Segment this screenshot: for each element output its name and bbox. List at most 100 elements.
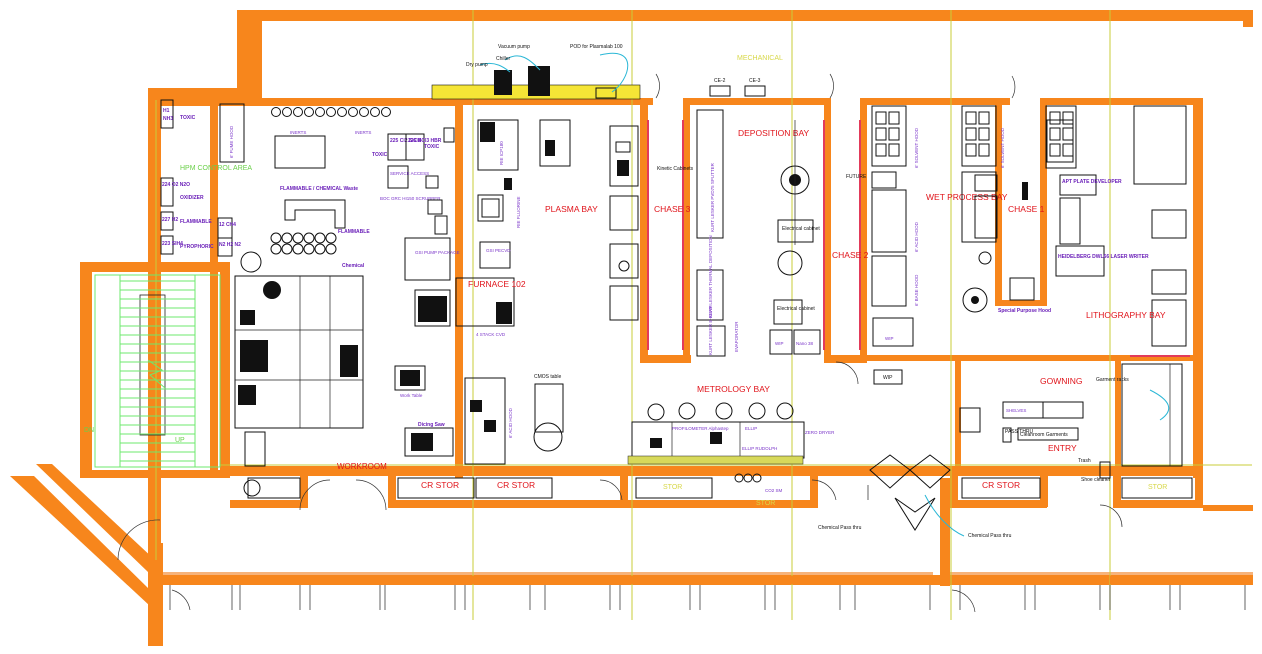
gas-ch4-label: 12 CH4 — [219, 222, 236, 228]
wet-process-bay: 6' SOLVENT HOOD 6' SOLVENT HOOD FUTURE 6… — [846, 105, 1051, 385]
hood-sink — [965, 143, 977, 157]
ce3-label: CE-3 — [749, 78, 761, 84]
co2-sm-label: CO2 SM — [765, 488, 783, 493]
stor-1-label: STOR — [663, 484, 682, 491]
hood-sink — [1049, 143, 1061, 157]
gas-sih4-label: 223 SIH4 — [162, 241, 183, 247]
hood-sink — [965, 127, 977, 141]
inerts-area: INERTS INERTS 225 Cl2 SiCl4 226 BCl3 HBR… — [240, 107, 460, 281]
chemical-cylinder — [270, 243, 282, 255]
gowning-label: GOWNING — [1040, 376, 1083, 386]
service-access-label: SERVICE ACCESS — [390, 171, 429, 176]
window-panel — [700, 576, 765, 584]
window-panel — [465, 576, 530, 584]
toxic-label-3: TOXIC — [424, 144, 440, 150]
evaporator-label: EVAPORATOR — [734, 321, 739, 352]
ellip-rudolph-label: ELLIP RUDOLPH — [742, 446, 777, 451]
wip-label-1: WIP — [775, 341, 784, 346]
gsi-pump-label: GSI PUMP PACKAGE — [415, 250, 460, 255]
window-panel — [960, 576, 1025, 584]
acid-hood-2-label: 6' ACID HOOD — [914, 221, 919, 252]
window-panel — [775, 576, 840, 584]
cr-stor-1-label: CR STOR — [421, 480, 459, 490]
column-grid — [155, 10, 1252, 620]
gas-cabinet-room: H1 NH3 TOXIC 6' FUME HOOD HPM CONTROL AR… — [160, 99, 252, 257]
cr-stor-3-label: CR STOR — [982, 480, 1020, 490]
hood-sink — [965, 111, 977, 125]
zero-dryer-label: ZERO DRYER — [805, 430, 835, 435]
wip-label-3: WIP — [883, 375, 893, 381]
gas-cylinder — [337, 107, 347, 117]
gas-n2-label: N2 H2 N2 — [219, 242, 241, 248]
ebeam-label: KURT LESKER E-BEAM — [708, 305, 713, 355]
lithography-bay-label: LITHOGRAPHY BAY — [1086, 310, 1166, 320]
hood-sink — [1062, 143, 1074, 157]
chemical-cylinder — [281, 232, 293, 244]
ce2-label: CE-2 — [714, 78, 726, 84]
window-panel — [1035, 576, 1100, 584]
chemical-cylinder — [281, 243, 293, 255]
chemical-label: Chemical — [342, 263, 365, 269]
chemical-cylinder — [314, 243, 326, 255]
cmos-table-label: CMOS table — [534, 374, 561, 380]
scrubber-label: BOC GRC HI150 SCRUBBER — [380, 196, 441, 201]
hood-sink — [978, 127, 990, 141]
heidelberg-label: HEIDELBERG DWL66 LASER WRITER — [1058, 254, 1149, 260]
stair-dn-label: DN — [84, 427, 94, 434]
chemical-cylinder — [303, 232, 315, 244]
interior-walls — [161, 98, 1253, 511]
solvent-hood-1-label: 6' SOLVENT HOOD — [914, 127, 919, 168]
chase-3: CHASE 3 Kinetic Cabinets — [609, 120, 694, 350]
hood-sink — [1049, 127, 1061, 141]
window-panel — [385, 576, 455, 584]
garment-racks-label: Garment racks — [1096, 377, 1129, 383]
chemical-cylinder — [270, 232, 282, 244]
hood-sink — [875, 111, 887, 125]
gas-cylinder — [282, 107, 292, 117]
gas-h1-label: H1 — [163, 108, 170, 114]
gowning-entry: GOWNING Garment racks SHELVES PASS THRU … — [959, 363, 1183, 483]
hood-sink — [978, 111, 990, 125]
flammable-label-2: FLAMMABLE — [338, 229, 370, 235]
hood-sink — [888, 143, 900, 157]
dicing-saw-label: Dicing Saw — [418, 422, 445, 428]
chase-2-label: CHASE 2 — [832, 250, 869, 260]
plasma-bay-label: PLASMA BAY — [545, 204, 598, 214]
gas-cylinder — [348, 107, 358, 117]
chemical-cylinder — [292, 243, 304, 255]
gas-226-label: 226 BCl3 HBR — [408, 138, 442, 144]
chemical-cylinder — [314, 232, 326, 244]
thermal-dep-label: KURT LESKER THERMAL DEPOSITION — [708, 235, 713, 318]
window-panel — [310, 576, 380, 584]
chemical-cylinder — [325, 232, 337, 244]
wet-process-label: WET PROCESS BAY — [926, 192, 1008, 202]
oxidizer-label: OXIDIZER — [180, 195, 204, 201]
apt-plate-label: APT PLATE DEVELOPER — [1062, 179, 1122, 185]
chemical-cylinders — [270, 232, 337, 255]
chemical-cylinder — [292, 232, 304, 244]
gas-o2n2o-label: 224 O2 N2O — [162, 182, 190, 188]
chemical-cylinder — [303, 243, 315, 255]
window-mullions — [169, 576, 1246, 610]
shelves-label: SHELVES — [1006, 408, 1026, 413]
gas-cylinder — [304, 107, 314, 117]
workroom-label: WORKROOM — [337, 462, 387, 471]
chase-1-label: CHASE 1 — [1008, 204, 1045, 214]
gas-cylinder — [326, 107, 336, 117]
trash-label: Trash — [1078, 458, 1091, 464]
rie-fluorine-label: RIE FLUORINE — [516, 196, 521, 228]
gas-h2-label: 227 H2 — [162, 217, 178, 223]
base-hood-label: 6' BASE HOOD — [914, 274, 919, 306]
flam-chem-waste-label: FLAMMABLE / CHEMICAL Waste — [280, 186, 358, 192]
chemical-cylinder — [325, 243, 337, 255]
lithography-bay: APT PLATE DEVELOPER HEIDELBERG DWL66 LAS… — [1045, 105, 1190, 357]
entry-label: ENTRY — [1048, 443, 1077, 453]
toxic-label-2: TOXIC — [372, 152, 388, 158]
wip-label-2: WIP — [885, 336, 894, 341]
kinetic-cabinets-label: Kinetic Cabinets — [657, 166, 694, 172]
window-wall — [163, 572, 1253, 575]
gas-cylinder — [271, 107, 281, 117]
electrical-cabinet-1-label: Electrical cabinet — [782, 226, 820, 232]
pass-thru-label: PASS THRU — [1005, 429, 1034, 435]
